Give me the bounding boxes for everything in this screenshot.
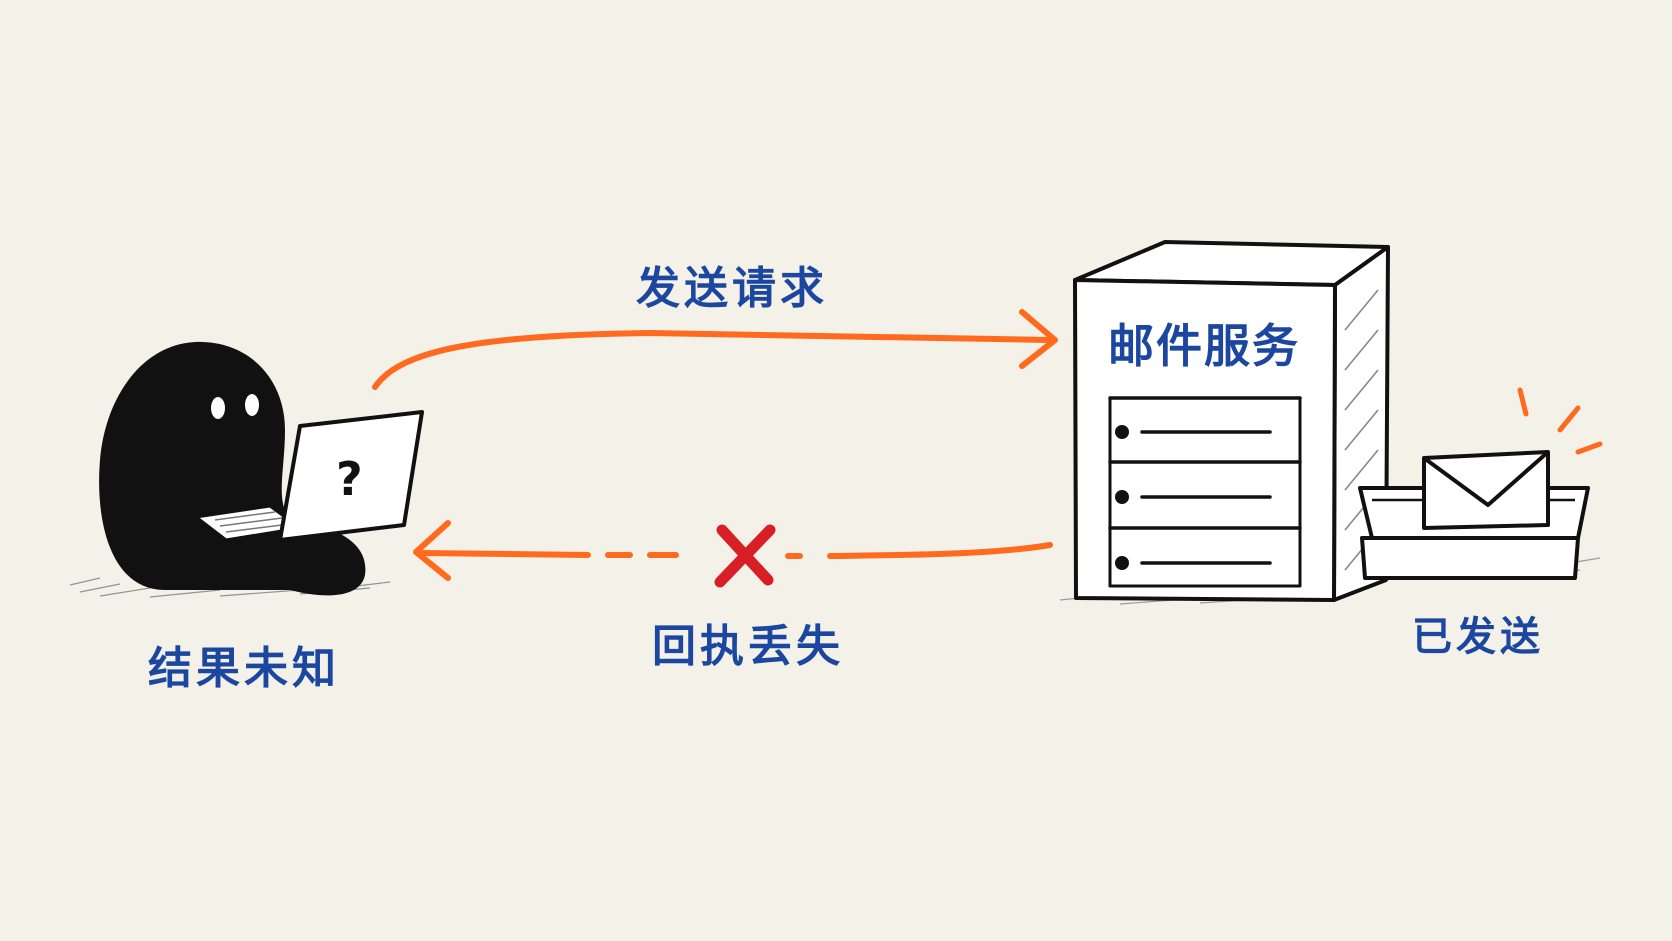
receipt-arrow (413, 520, 1053, 581)
server-panel (1108, 396, 1302, 588)
receipt-lost-label: 回执丢失 (652, 621, 844, 672)
sent-label: 已发送 (1412, 614, 1544, 660)
sent-sparkle-icon (1517, 387, 1603, 455)
envelope-icon (1422, 450, 1550, 530)
server-rack-lines (1108, 396, 1302, 570)
result-unknown-label: 结果未知 (148, 643, 340, 694)
request-label: 发送请求 (636, 263, 828, 314)
service-label: 邮件服务 (1108, 319, 1300, 373)
request-arrow (372, 309, 1058, 390)
server-icon (1073, 240, 1390, 602)
person-right-eye (245, 394, 259, 416)
person-left-eye (211, 397, 225, 419)
laptop-icon: ? (192, 410, 424, 542)
laptop-question-mark: ? (336, 452, 363, 506)
cross-icon (714, 524, 776, 588)
